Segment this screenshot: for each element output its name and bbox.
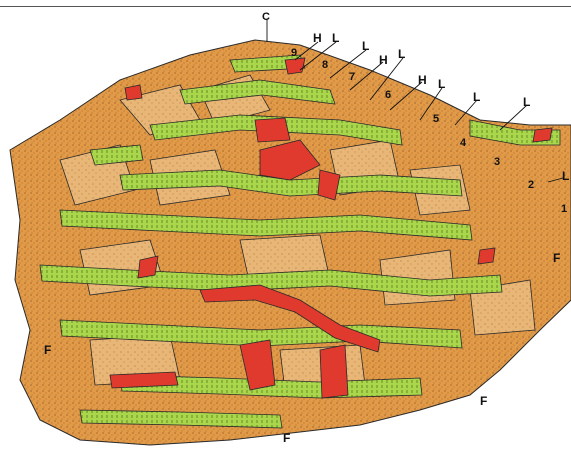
label-level-2: 2 [528,179,534,191]
label-level-9: 9 [291,47,297,59]
label-level-4: 4 [460,137,467,149]
label-center-c: C [262,11,270,23]
label-l-7: L [562,169,569,183]
label-level-6: 6 [385,89,391,101]
label-f-left: F [44,343,51,357]
label-level-7: 7 [349,71,355,83]
label-l-5: L [473,90,480,104]
label-h-2: H [379,53,388,67]
label-l-6: L [523,95,530,109]
top-border-line [0,6,571,7]
label-level-5: 5 [433,113,439,125]
label-level-8: 8 [322,59,328,71]
label-l-2: L [362,39,369,53]
label-level-1: 1 [561,203,567,215]
label-h-1: H [313,31,322,45]
label-f-bottom-right: F [480,394,487,408]
label-f-bottom: F [283,431,290,445]
label-l-1: L [332,31,339,45]
label-f-right: F [553,251,560,265]
label-l-3: L [398,47,405,61]
label-h-3: H [418,73,427,87]
label-l-4: L [438,77,445,91]
label-level-3: 3 [494,156,500,168]
